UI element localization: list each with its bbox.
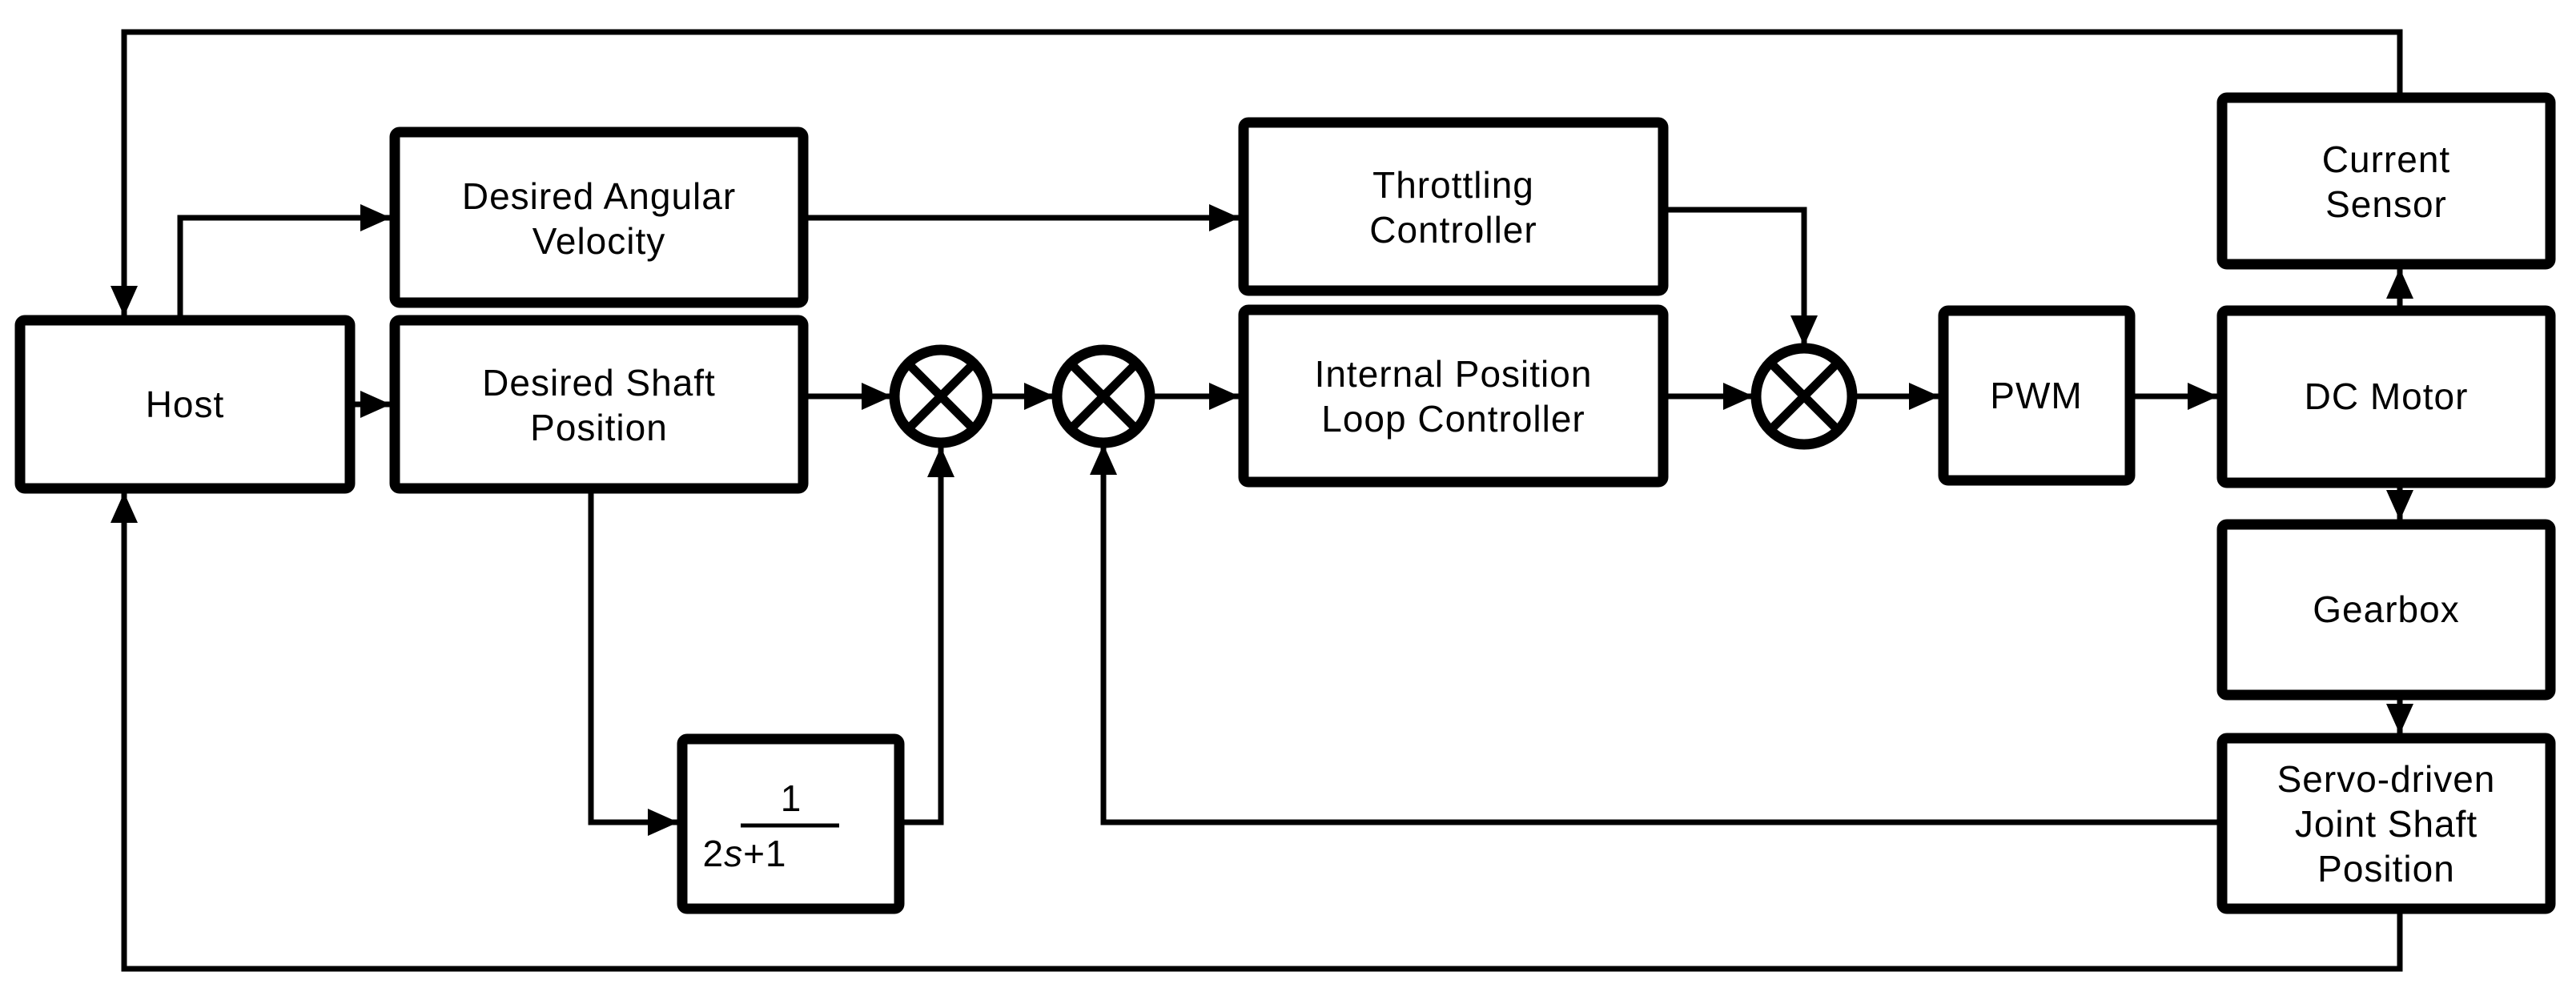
block-host-rect xyxy=(14,315,356,494)
summing-junction-3-x xyxy=(1767,359,1841,433)
wire-dsp-to-transfer-function xyxy=(588,488,678,836)
block-current-sensor-rect xyxy=(2216,92,2556,270)
block-current-sensor-label: Sensor xyxy=(2325,183,2447,225)
block-desired-angular-velocity-label: Desired Angular xyxy=(462,175,736,217)
block-throttling-controller-label: Throttling xyxy=(1372,164,1534,206)
block-servo-label: Servo-driven xyxy=(2277,758,2496,800)
block-servo-label: Position xyxy=(2317,848,2455,890)
block-desired-angular-velocity-rect xyxy=(389,127,809,308)
block-throttling-controller: Throttling Controller xyxy=(1238,117,1669,296)
wire-host-to-desired-angular-velocity xyxy=(177,204,391,320)
block-servo-driven-joint-shaft-position: Servo-driven Joint Shaft Position xyxy=(2216,733,2556,914)
block-gearbox-label: Gearbox xyxy=(2313,588,2459,630)
wire-servo-to-host xyxy=(111,492,2403,972)
block-desired-angular-velocity: Desired Angular Velocity xyxy=(389,127,809,308)
block-host: Host xyxy=(14,315,356,494)
block-pwm: PWM xyxy=(1938,305,2136,486)
summing-junction-1 xyxy=(889,344,993,448)
wire-throttling-to-junction3 xyxy=(1663,207,1818,346)
wire-transfer-function-to-junction1 xyxy=(899,447,954,825)
block-host-label: Host xyxy=(146,384,225,425)
block-pwm-rect xyxy=(1938,305,2136,486)
block-desired-shaft-position-rect xyxy=(389,315,809,494)
block-dc-motor: DC Motor xyxy=(2216,305,2556,488)
block-gearbox-rect xyxy=(2216,519,2556,701)
block-throttling-controller-label: Controller xyxy=(1369,209,1537,251)
block-current-sensor: Current Sensor xyxy=(2216,92,2556,270)
block-gearbox: Gearbox xyxy=(2216,519,2556,701)
block-internal-position-loop-controller-rect xyxy=(1238,304,1669,488)
block-transfer-function: 1 2s+1 xyxy=(677,733,905,914)
block-desired-shaft-position-label: Desired Shaft xyxy=(482,362,716,404)
block-dc-motor-label: DC Motor xyxy=(2305,376,2469,417)
transfer-function-denominator: 2s+1 xyxy=(702,833,786,874)
block-dc-motor-rect xyxy=(2216,305,2556,488)
summing-junction-2 xyxy=(1051,344,1155,448)
block-pwm-label: PWM xyxy=(1990,375,2082,416)
wires xyxy=(111,29,2413,972)
summing-junction-1-x xyxy=(905,360,977,432)
block-servo-driven-joint-shaft-position-rect xyxy=(2216,733,2556,914)
block-internal-position-loop-controller-label: Internal Position xyxy=(1315,353,1593,395)
block-current-sensor-label: Current xyxy=(2322,139,2450,180)
wire-servo-to-junction2 xyxy=(1090,444,2222,825)
block-servo-label: Joint Shaft xyxy=(2295,803,2478,845)
block-desired-shaft-position: Desired Shaft Position xyxy=(389,315,809,494)
summing-junction-3 xyxy=(1750,343,1858,450)
summing-junction-2-x xyxy=(1067,360,1139,432)
block-internal-position-loop-controller: Internal Position Loop Controller xyxy=(1238,304,1669,488)
block-desired-shaft-position-label: Position xyxy=(530,407,668,448)
block-throttling-controller-rect xyxy=(1238,117,1669,296)
block-desired-angular-velocity-label: Velocity xyxy=(532,220,666,262)
wire-current-sensor-to-host xyxy=(111,29,2403,316)
block-internal-position-loop-controller-label: Loop Controller xyxy=(1321,398,1585,440)
transfer-function-numerator: 1 xyxy=(781,777,802,819)
